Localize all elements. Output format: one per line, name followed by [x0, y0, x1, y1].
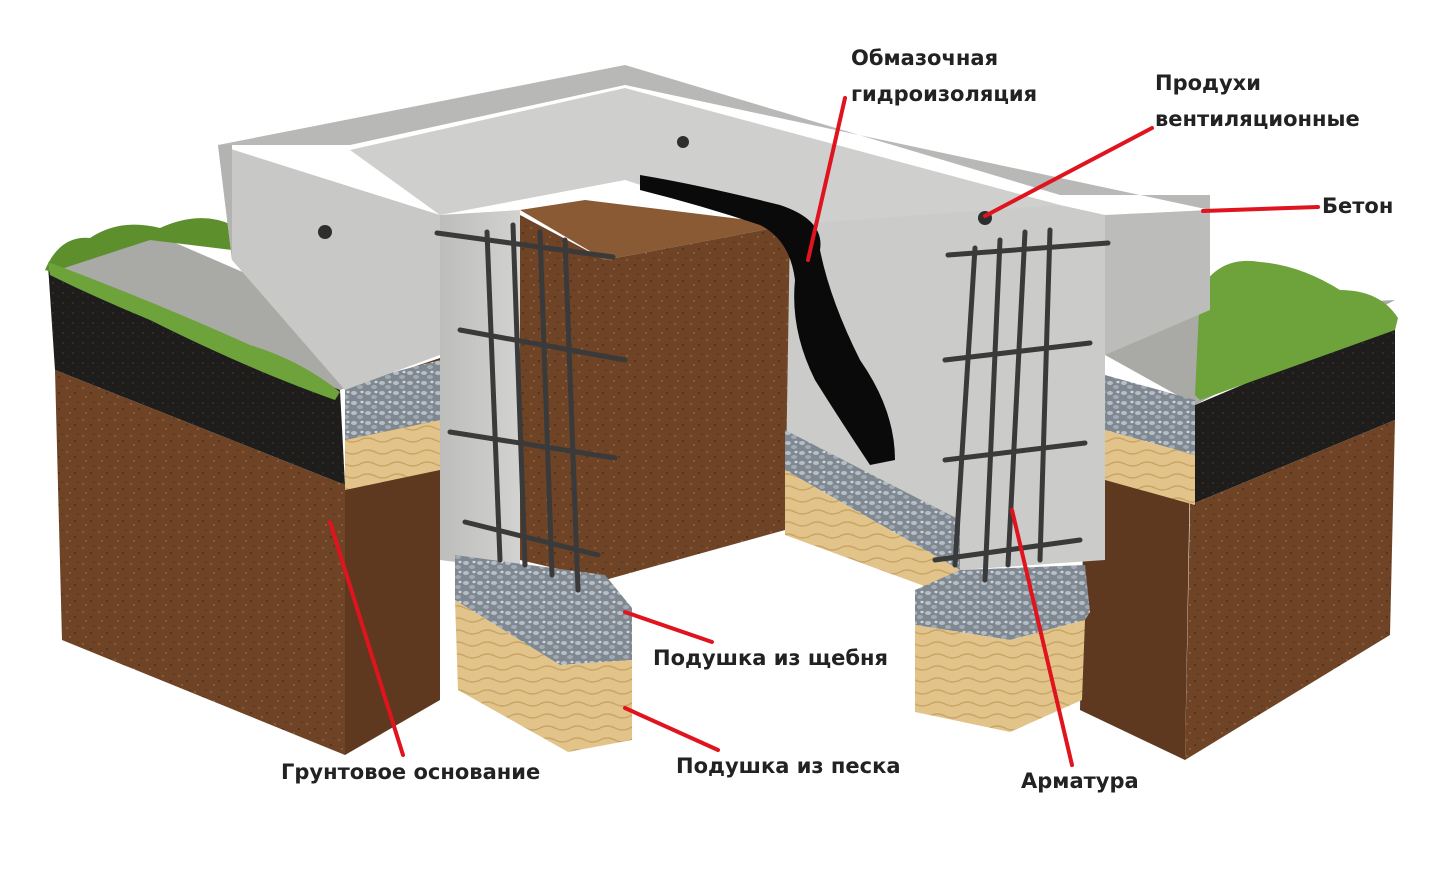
rebar-vertical	[952, 245, 978, 568]
rebar-horizontal	[942, 440, 1088, 463]
label-vents-line1: Продухи	[1155, 71, 1261, 95]
inner-sand-bed	[785, 470, 960, 590]
label-sand-cushion: Подушка из песка	[676, 754, 901, 778]
rebar-vertical	[1037, 227, 1053, 563]
rebar-vertical	[562, 237, 581, 593]
left-wall-top-edge	[218, 145, 232, 260]
rebar-horizontal	[447, 429, 618, 461]
right-soil-face	[1185, 420, 1395, 760]
label-waterproofing-line1: Обмазочная	[851, 46, 999, 70]
inner-bed	[785, 430, 960, 590]
left-footing-sand	[455, 600, 632, 752]
rebar-vertical	[484, 229, 503, 563]
label-gravel-cushion: Подушка из щебня	[653, 646, 889, 670]
left-footing-gravel	[455, 555, 632, 665]
left-grass-front	[48, 262, 340, 400]
soil-cube-side	[605, 225, 790, 580]
inner-back-wall	[350, 88, 1060, 260]
left-rebar-cage	[434, 222, 628, 593]
leader-lines	[328, 96, 1320, 767]
right-wall-front	[1105, 210, 1210, 355]
bitumen-coating	[640, 175, 895, 465]
leader-vents	[983, 126, 1154, 218]
rebar-horizontal	[932, 537, 1083, 563]
soil-cube-top	[520, 200, 790, 260]
rebar-horizontal	[457, 327, 628, 363]
right-soil-block	[1080, 260, 1398, 760]
left-topsoil-layer	[48, 265, 345, 485]
right-topsoil-layer	[1190, 320, 1395, 505]
vent-hole-left	[318, 225, 332, 239]
rebar-vertical	[510, 222, 528, 568]
right-sand-layer	[1105, 430, 1195, 505]
left-soil-face	[55, 370, 345, 755]
label-vents-line2: вентиляционные	[1155, 107, 1360, 131]
right-footing-gravel	[915, 565, 1090, 640]
left-wall-front	[218, 145, 440, 390]
right-grass	[1195, 260, 1398, 400]
leader-soil-base	[328, 520, 405, 757]
rebar-horizontal	[945, 240, 1111, 258]
rebar-vertical	[537, 229, 555, 578]
center-pillar-front	[440, 210, 520, 570]
rebar-vertical	[982, 237, 1003, 583]
vent-hole-back	[677, 136, 689, 148]
right-gravel-layer	[1105, 375, 1195, 455]
right-footing	[915, 565, 1090, 732]
label-waterproofing-line2: гидроизоляция	[851, 82, 1038, 106]
label-soil-base: Грунтовое основание	[281, 760, 541, 784]
concrete-walls	[218, 65, 1210, 570]
label-concrete: Бетон	[1322, 194, 1394, 218]
soil-cube-front	[520, 215, 605, 580]
leader-rebar	[1010, 508, 1074, 767]
rebar-horizontal	[942, 340, 1093, 363]
leader-concrete	[1201, 205, 1320, 213]
label-rebar: Арматура	[1021, 769, 1139, 793]
leader-gravel-cushion	[623, 610, 714, 644]
back-wall-top	[218, 65, 1210, 210]
inner-soil-cube	[520, 200, 790, 580]
rebar-horizontal	[434, 230, 616, 260]
inner-gravel-bed	[785, 430, 960, 570]
right-soil-side	[1080, 430, 1190, 760]
leader-sand-cushion	[623, 706, 720, 752]
left-footing	[455, 555, 632, 752]
rebar-horizontal	[462, 519, 601, 558]
left-grass	[45, 218, 232, 272]
left-sand-layer	[345, 420, 440, 490]
leader-waterproofing	[806, 96, 847, 262]
